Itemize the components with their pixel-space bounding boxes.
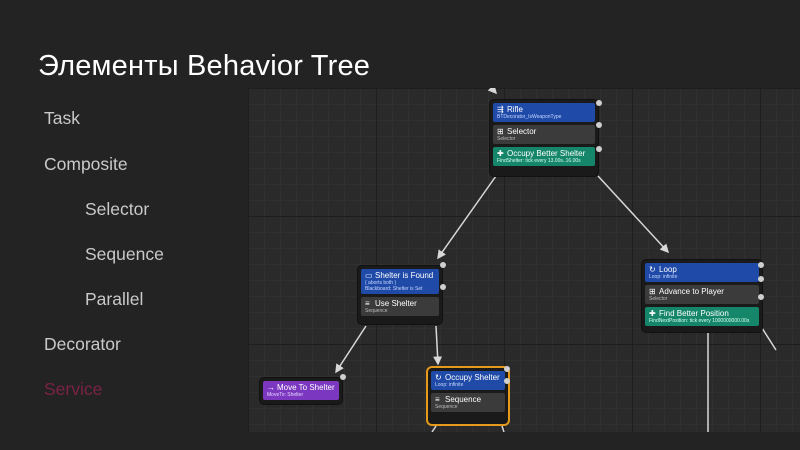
blackboard-icon: ▭ — [365, 271, 373, 280]
slide-title: Элементы Behavior Tree — [38, 50, 371, 82]
decorator-loop[interactable]: ↻Loop Loop: infinite — [645, 263, 759, 282]
sequence-icon: ≡ — [435, 395, 440, 404]
decorator-rifle[interactable]: ⇶Rifle BTDecorator_IsWeaponType — [493, 103, 595, 122]
service-icon: ✚ — [649, 309, 656, 318]
bullet-decorator: Decorator — [44, 334, 121, 354]
service-icon: ✚ — [497, 149, 504, 158]
decorator-occupy-shelter[interactable]: ↻Occupy Shelter Loop: infinite — [431, 371, 505, 390]
pin-out[interactable] — [758, 294, 764, 300]
bullet-parallel: Parallel — [85, 289, 144, 309]
loop-icon: ↻ — [649, 265, 656, 274]
bullet-task: Task — [44, 108, 80, 128]
service-occupy-better-shelter[interactable]: ✚Occupy Better Shelter FindShelter: tick… — [493, 147, 595, 166]
wire-loop2-a — [431, 425, 437, 432]
composite-selector[interactable]: ⊞Selector Selector — [493, 125, 595, 144]
pin-out[interactable] — [440, 284, 446, 290]
node-advance-to-player[interactable]: ↻Loop Loop: infinite ⊞Advance to Player … — [642, 260, 764, 332]
bullet-sequence: Sequence — [85, 244, 164, 264]
bullet-selector: Selector — [85, 199, 150, 219]
decorator-icon: ⇶ — [497, 105, 504, 114]
composite-use-shelter[interactable]: ≡Use Shelter Sequence — [361, 297, 439, 316]
connection-wires — [335, 88, 777, 432]
pin-out[interactable] — [758, 276, 764, 282]
sequence-icon: ≡ — [365, 299, 370, 308]
loop-icon: ↻ — [435, 373, 442, 382]
wire-root-right — [597, 175, 670, 254]
node-occupy-shelter[interactable]: ↻Occupy Shelter Loop: infinite ≡Sequence… — [428, 366, 510, 424]
pin-out[interactable] — [340, 374, 346, 380]
composite-advance-to-player[interactable]: ⊞Advance to Player Selector — [645, 285, 759, 304]
wire-root-left — [437, 175, 497, 260]
wire-left-loop2 — [433, 325, 443, 366]
pin-out[interactable] — [596, 146, 602, 152]
pin-out[interactable] — [440, 262, 446, 268]
wire-loop2-b — [501, 425, 505, 432]
node-move-to-shelter[interactable]: →Move To Shelter MoveTo: Shelter — [260, 374, 346, 404]
decorator-shelter-is-found[interactable]: ▭Shelter is Found ( aborts both ) Blackb… — [361, 269, 439, 294]
pin-out[interactable] — [596, 100, 602, 106]
selector-icon: ⊞ — [497, 127, 504, 136]
service-find-better-position[interactable]: ✚Find Better Position FindNextPosition: … — [645, 307, 759, 326]
node-use-shelter[interactable]: ▭Shelter is Found ( aborts both ) Blackb… — [358, 262, 446, 324]
wire-left-task — [335, 325, 367, 374]
bullet-service: Service — [44, 379, 103, 399]
pin-out[interactable] — [504, 366, 510, 372]
task-icon: → — [267, 383, 275, 392]
wire-right-edge — [761, 327, 777, 351]
pin-out[interactable] — [596, 122, 602, 128]
selector-icon: ⊞ — [649, 287, 656, 296]
behavior-tree-canvas[interactable]: ⇶Rifle BTDecorator_IsWeaponType ⊞Selecto… — [248, 88, 800, 432]
node-root-selector[interactable]: ⇶Rifle BTDecorator_IsWeaponType ⊞Selecto… — [490, 100, 602, 176]
wire-entry — [487, 88, 497, 95]
bullet-composite: Composite — [44, 154, 128, 174]
pin-out[interactable] — [758, 262, 764, 268]
task-move-to-shelter[interactable]: →Move To Shelter MoveTo: Shelter — [263, 381, 339, 400]
composite-sequence[interactable]: ≡Sequence Sequence — [431, 393, 505, 412]
pin-out[interactable] — [504, 378, 510, 384]
